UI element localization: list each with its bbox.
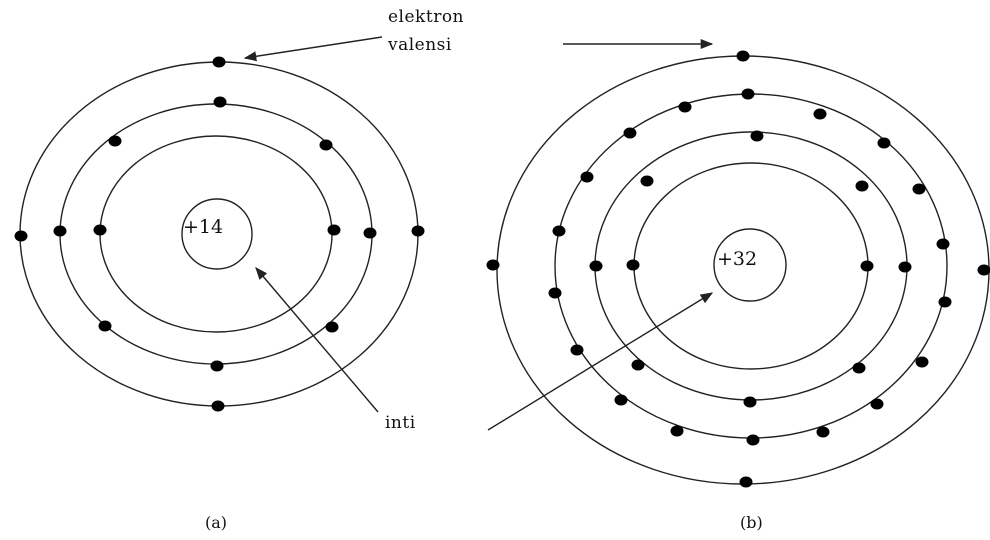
atom-b: +32 (b) [486, 50, 990, 532]
annotations: elektron valensi inti [243, 7, 714, 433]
atom-b-electron [614, 394, 628, 406]
atom-a-electron [211, 400, 225, 412]
atom-b-electron [580, 171, 594, 183]
atom-b-electron [743, 396, 757, 408]
atom-b-electron [570, 344, 584, 356]
atom-a-electron [363, 227, 377, 239]
atom-b-electron [977, 264, 990, 276]
atom-a-electron [411, 225, 425, 237]
nucleus-label: inti [385, 413, 416, 433]
atom-b-electron [870, 398, 884, 410]
atom-a-electron [327, 224, 341, 236]
atom-b-electron [736, 50, 750, 62]
valence-label-line1: elektron [388, 7, 464, 27]
atom-b-nucleus-label: +32 [717, 248, 757, 270]
atom-b-electron [670, 425, 684, 437]
atom-a-electron [53, 225, 67, 237]
atom-a-electron [14, 230, 28, 242]
atom-b-electron [936, 238, 950, 250]
atom-b-electron [852, 362, 866, 374]
atom-a-caption: (a) [205, 513, 227, 532]
atom-b-electron [623, 127, 637, 139]
atom-b-electron [746, 434, 760, 446]
atom-b-electrons [486, 50, 990, 488]
atom-a-electron [98, 320, 112, 332]
atom-b-nucleus [713, 228, 787, 302]
atom-a-nucleus [181, 198, 253, 270]
atom-b-electron [640, 175, 654, 187]
atom-b-electron [626, 259, 640, 271]
atom-b-electron [486, 259, 500, 271]
atom-b-electron [912, 183, 926, 195]
valence-label-line2: valensi [387, 35, 452, 55]
atom-b-electron [877, 137, 891, 149]
atom-b-electron [741, 88, 755, 100]
atom-a: +14 (a) [14, 56, 425, 532]
atom-a-electron [325, 321, 339, 333]
atom-a-nucleus-label: +14 [183, 216, 223, 238]
nucleus-arrow-a [255, 267, 379, 413]
atom-a-electrons [14, 56, 425, 412]
nucleus-arrow-b [487, 292, 714, 431]
atom-b-caption: (b) [740, 513, 763, 532]
atom-b-electron [678, 101, 692, 113]
atom-b-electron [813, 108, 827, 120]
atom-a-electron [213, 96, 227, 108]
atom-a-electron [210, 360, 224, 372]
valence-arrow-a [243, 36, 383, 62]
atom-b-electron [816, 426, 830, 438]
atom-b-electron [552, 225, 566, 237]
atom-a-electron [108, 135, 122, 147]
atom-a-electron [212, 56, 226, 68]
atom-b-electron [855, 180, 869, 192]
atom-b-electron [631, 359, 645, 371]
atom-b-electron [739, 476, 753, 488]
atom-b-electron [860, 260, 874, 272]
atom-b-electron [589, 260, 603, 272]
atom-b-electron [548, 287, 562, 299]
atom-b-electron [750, 130, 764, 142]
atom-a-electron [93, 224, 107, 236]
atom-b-electron [938, 296, 952, 308]
atom-b-electron [915, 356, 929, 368]
atom-b-electron [898, 261, 912, 273]
atom-a-electron [319, 139, 333, 151]
